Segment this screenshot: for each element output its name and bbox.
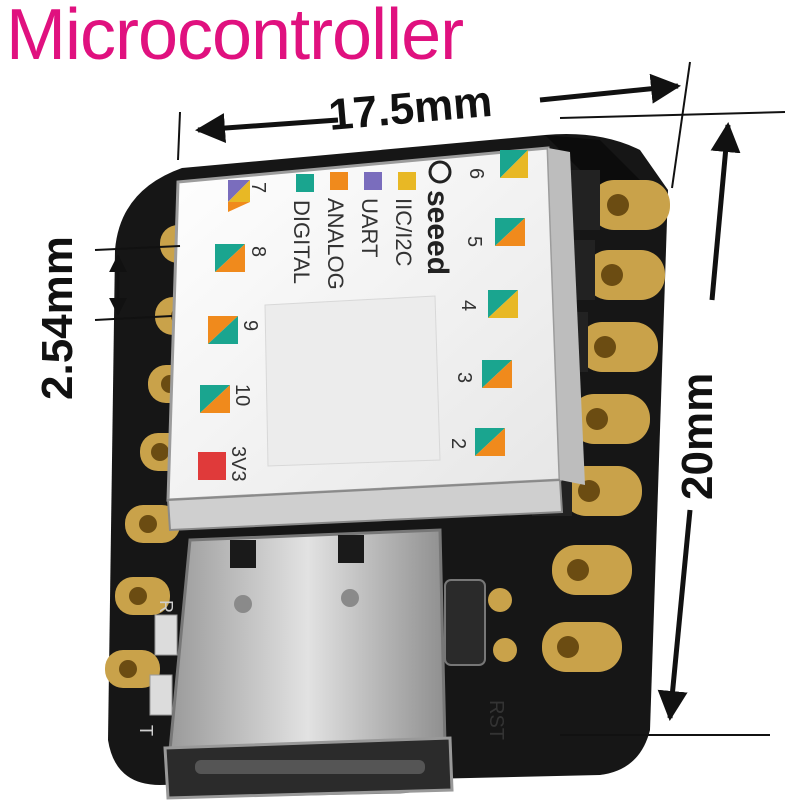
legend-label-uart: UART	[357, 198, 382, 258]
pitch-dimension: 2.54mm	[33, 236, 181, 400]
led-t-label: T	[136, 725, 156, 736]
pin-indicator-7: 7	[228, 180, 269, 212]
rf-shield	[166, 146, 585, 532]
legend-swatch-i2c	[398, 172, 416, 190]
legend-label-digital: DIGITAL	[289, 200, 314, 284]
pad	[105, 650, 160, 688]
rst-label: RST	[485, 700, 507, 740]
pin	[552, 545, 632, 595]
legend-swatch-digital	[296, 174, 314, 192]
pin-indicator-3: 3	[453, 360, 512, 388]
height-dimension: 20mm	[559, 111, 786, 736]
pin-indicator-5: 5	[463, 218, 525, 247]
pin-indicator-4: 4	[457, 290, 518, 318]
svg-text:3V3: 3V3	[227, 446, 249, 482]
pin-indicator-10: 10	[200, 384, 253, 413]
pad	[125, 505, 180, 543]
svg-text:10: 10	[231, 384, 253, 406]
svg-text:9: 9	[239, 320, 261, 331]
pin-indicator-2: 2	[447, 428, 505, 456]
pin-indicator-9: 9	[208, 316, 261, 344]
leds: R T	[136, 600, 178, 736]
svg-text:4: 4	[457, 300, 479, 311]
legend-swatch-uart	[364, 172, 382, 190]
right-pin-indicators: 6 5 4 3 2	[447, 150, 528, 456]
svg-text:5: 5	[463, 236, 485, 247]
svg-text:3: 3	[453, 372, 475, 383]
reset-button: RST	[444, 579, 517, 740]
brand-text: seeed	[421, 190, 454, 275]
pad	[115, 577, 170, 615]
pin	[542, 622, 622, 672]
pin-indicator-3v3: 3V3	[198, 446, 249, 482]
svg-text:2: 2	[447, 438, 469, 449]
brand-logo: seeed	[421, 160, 454, 275]
pin-legend: IIC/I2C UART ANALOG DIGITAL	[289, 172, 416, 290]
width-label: 17.5mm	[327, 77, 495, 140]
height-label: 20mm	[673, 373, 722, 500]
svg-text:6: 6	[465, 168, 487, 179]
left-pin-indicators: 7 8 9 10 3V3	[198, 180, 269, 482]
legend-label-analog: ANALOG	[323, 198, 348, 290]
pitch-label: 2.54mm	[33, 236, 82, 400]
pin-indicator-8: 8	[215, 244, 269, 272]
legend-swatch-analog	[330, 172, 348, 190]
svg-text:7: 7	[247, 182, 269, 193]
usb-c-connector	[163, 528, 454, 800]
pin-indicator-6: 6	[465, 150, 528, 179]
page-title: Microcontroller	[6, 0, 464, 75]
svg-text:8: 8	[247, 246, 269, 257]
legend-label-i2c: IIC/I2C	[391, 198, 416, 267]
led-r-label: R	[156, 600, 176, 613]
